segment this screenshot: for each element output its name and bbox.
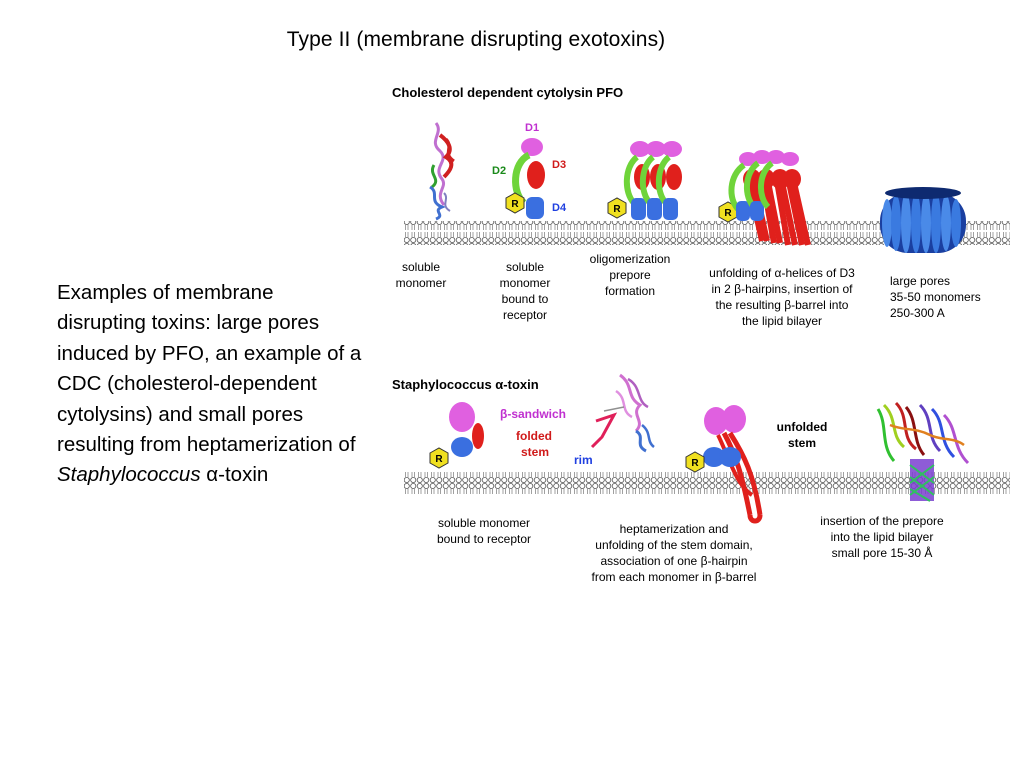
receptor-icon — [505, 192, 525, 214]
unfolded-stem-label-2: stem — [788, 436, 816, 450]
alpha-toxin-ribbon — [590, 373, 655, 453]
caption-a1-line2: monomer — [396, 276, 447, 290]
caption-a4-line4: the lipid bilayer — [742, 314, 822, 328]
caption-a4-line1: unfolding of α-helices of D3 — [709, 266, 855, 280]
d3-label: D3 — [552, 159, 566, 171]
panel-a-captions: soluble monomer soluble monomer bound to… — [396, 252, 856, 328]
receptor-label-barrel: R — [724, 208, 732, 219]
pfo-prepore: R — [607, 141, 682, 220]
caption-b1-line1: soluble monomer — [438, 516, 530, 530]
caption-b3-line3: small pore 15-30 Å — [832, 545, 933, 560]
caption-b3-line1: insertion of the prepore — [820, 514, 944, 528]
caption-b2-line3: association of one β-hairpin — [601, 554, 748, 568]
caption-a5-line1: large pores — [890, 274, 950, 288]
rim-label: rim — [574, 453, 593, 467]
description-alpha: α — [206, 463, 219, 487]
alpha-toxin-heptamer: R — [685, 405, 763, 524]
caption-a1-line1: soluble — [402, 260, 440, 274]
membrane-b — [404, 471, 1010, 495]
pfo-monomer-bound: R D1 D2 D3 D4 — [492, 122, 567, 219]
panel-a-captions-right: large pores 35-50 monomers 250-300 A — [890, 274, 981, 320]
description-text: Examples of membrane disrupting toxins: … — [57, 281, 362, 457]
panel-b-title: Staphylococcus α-toxin — [392, 377, 539, 392]
receptor-label: R — [511, 199, 519, 210]
caption-a5-line2: 35-50 monomers — [890, 290, 981, 304]
figure-svg: Cholesterol dependent cytolysin PFO R D1… — [392, 85, 1010, 584]
receptor-label-b2: R — [691, 458, 699, 469]
caption-b3-line2: into the lipid bilayer — [831, 530, 934, 544]
caption-a4-line3: the resulting β-barrel into — [716, 298, 849, 312]
caption-b2-line2: unfolding of the stem domain, — [595, 538, 752, 552]
pore-formation-figure: Cholesterol dependent cytolysin PFO R D1… — [384, 75, 1010, 620]
caption-b2-line1: heptamerization and — [620, 522, 729, 536]
caption-a2-line2: monomer — [500, 276, 551, 290]
panel-a-title: Cholesterol dependent cytolysin PFO — [392, 85, 623, 100]
d1-label: D1 — [525, 122, 539, 134]
folded-stem-label-1: folded — [516, 429, 552, 443]
receptor-label-b1: R — [435, 454, 443, 465]
caption-a3-line1: oligomerization — [590, 252, 671, 266]
receptor-label-prepore: R — [613, 204, 621, 215]
d1-domain — [521, 138, 543, 156]
alpha-toxin-monomer: R — [429, 402, 484, 469]
caption-a2-line4: receptor — [503, 308, 547, 322]
caption-b1-line2: bound to receptor — [437, 532, 531, 546]
description-species: Staphylococcus — [57, 463, 201, 487]
beta-sandwich-label: β-sandwich — [500, 407, 566, 421]
unfolded-stem-label-1: unfolded — [777, 420, 828, 434]
caption-a3-line2: prepore — [609, 268, 651, 282]
alpha-toxin-pore — [876, 401, 970, 502]
caption-a4-line2: in 2 β-hairpins, insertion of — [712, 282, 854, 296]
slide-description: Examples of membrane disrupting toxins: … — [57, 278, 367, 491]
folded-stem-label-2: stem — [521, 445, 549, 459]
d3-domain — [527, 161, 545, 189]
caption-a5-line3: 250-300 A — [890, 306, 945, 320]
pfo-inserting-barrel: R — [718, 150, 811, 246]
caption-a2-line1: soluble — [506, 260, 544, 274]
d4-domain — [526, 197, 544, 219]
d4-label: D4 — [552, 202, 567, 214]
panel-b-captions: soluble monomer bound to receptor heptam… — [437, 514, 944, 584]
caption-a2-line3: bound to — [502, 292, 549, 306]
caption-a3-line3: formation — [605, 284, 655, 298]
pfo-large-pore — [880, 187, 966, 253]
slide-title: Type II (membrane disrupting exotoxins) — [0, 28, 1024, 52]
pfo-ribbon-structure — [429, 122, 455, 221]
slide-title-text: Type II (membrane disrupting exotoxins) — [286, 28, 666, 51]
description-suffix: -toxin — [218, 463, 269, 487]
d2-label: D2 — [492, 165, 506, 177]
caption-b2-line4: from each monomer in β-barrel — [592, 570, 757, 584]
